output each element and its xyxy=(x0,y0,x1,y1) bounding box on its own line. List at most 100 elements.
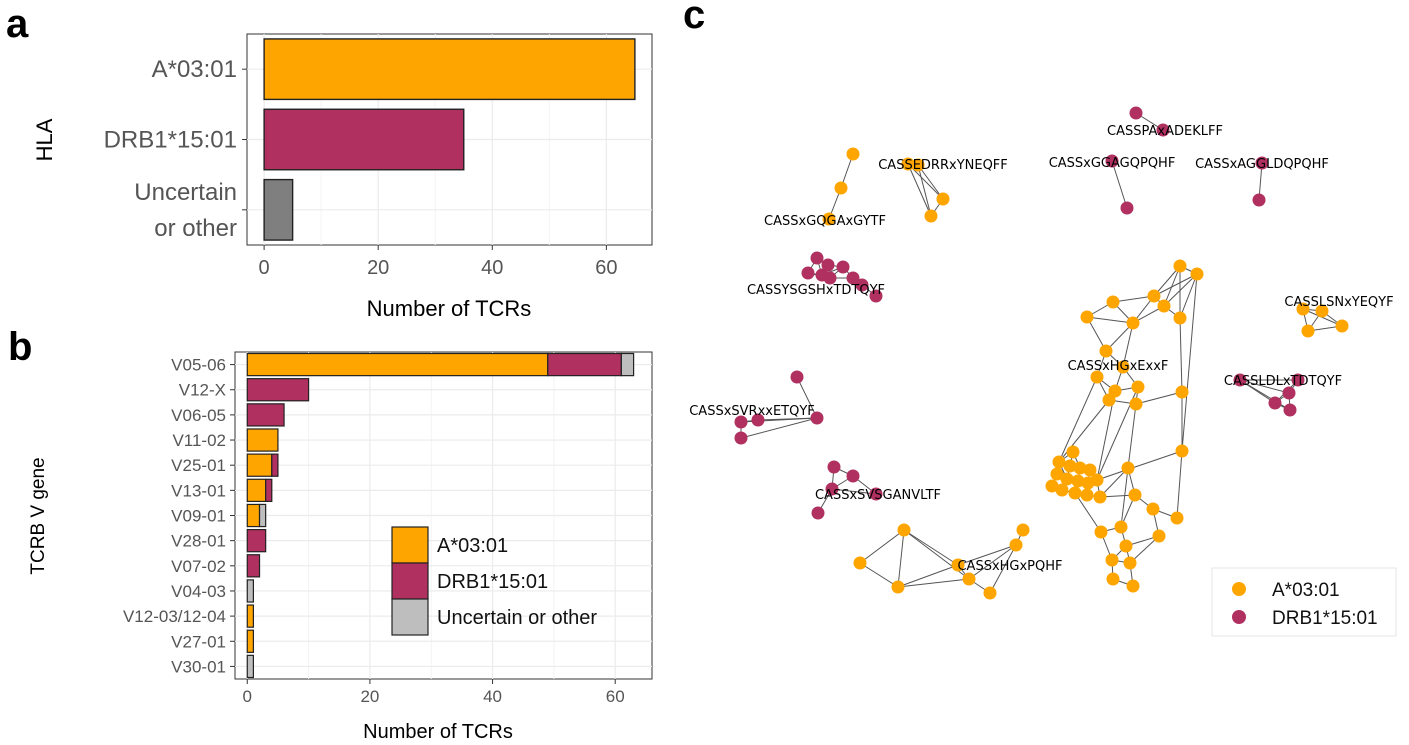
cluster-label-cassxgqgaxgytf: CASSxGQGAxGYTF xyxy=(764,214,886,229)
node-a-03-01 xyxy=(1121,461,1135,475)
category-label-v12-x: V12-X xyxy=(179,381,226,400)
edge-cassxhgxexxf xyxy=(1129,535,1160,564)
node-a-03-01 xyxy=(1009,538,1023,552)
node-a-03-01 xyxy=(1060,472,1074,486)
edge-cassxsvrxxetqyf xyxy=(796,376,818,419)
edge-cassxhgxexxf xyxy=(1120,467,1129,528)
bar-v25-01-drb1-15-01 xyxy=(271,453,279,477)
category-label-v12-03-12-04: V12-03/12-04 xyxy=(123,607,226,626)
node-drb1-15-01 xyxy=(825,482,839,496)
category-label-v04-03: V04-03 xyxy=(171,582,226,601)
node-a-03-01 xyxy=(1152,529,1166,543)
node-a-03-01 xyxy=(1114,520,1128,534)
bar-v09-01-a-03-01 xyxy=(246,503,261,528)
node-a-03-01 xyxy=(834,181,848,195)
node-drb1-15-01 xyxy=(801,266,815,280)
panel-b-category-labels: V05-06V12-XV06-05V11-02V25-01V13-01V09-0… xyxy=(123,356,235,676)
category-label-v11-02: V11-02 xyxy=(172,431,226,450)
legend-swatch-uncertain-or-other xyxy=(391,598,429,636)
node-drb1-15-01 xyxy=(836,260,850,274)
x-tick-label: 20 xyxy=(360,687,379,706)
panel-b-y-axis-title: TCRB V gene xyxy=(28,457,49,574)
node-drb1-15-01 xyxy=(869,289,883,303)
node-a-03-01 xyxy=(983,586,997,600)
category-label-v27-01: V27-01 xyxy=(171,632,226,651)
edge-cassxsvrxxetqyf xyxy=(757,417,818,421)
edge-cassxhgxexxf xyxy=(1179,317,1183,393)
panel-b-x-axis-title: Number of TCRs xyxy=(363,721,513,743)
node-a-03-01 xyxy=(1296,302,1310,316)
bar-v07-02-drb1-15-01 xyxy=(246,554,261,578)
node-drb1-15-01 xyxy=(1255,156,1269,170)
legend-dot-drb1-15-01 xyxy=(1232,610,1246,624)
category-label-v13-01: V13-01 xyxy=(171,481,226,500)
node-a-03-01 xyxy=(1146,502,1160,516)
panel-b-chart: V05-06V12-XV06-05V11-02V25-01V13-01V09-0… xyxy=(28,351,653,743)
category-label-v05-06: V05-06 xyxy=(171,356,226,375)
legend-label-a-03-01: A*03:01 xyxy=(1272,580,1340,601)
edge-cassldlxtdtqyf xyxy=(1239,379,1291,411)
node-a-03-01 xyxy=(822,212,836,226)
node-a-03-01 xyxy=(1123,556,1137,570)
edge-cassxsvsganvltf xyxy=(831,488,877,495)
node-a-03-01 xyxy=(1173,311,1187,325)
legend-label-uncertain-or-other: Uncertain or other xyxy=(437,607,597,629)
node-drb1-15-01 xyxy=(1268,396,1282,410)
node-drb1-15-01 xyxy=(869,487,883,501)
legend-label-a-03-01: A*03:01 xyxy=(437,535,508,557)
network-edges xyxy=(740,112,1343,594)
node-drb1-15-01 xyxy=(734,431,748,445)
node-a-03-01 xyxy=(1105,553,1119,567)
node-a-03-01 xyxy=(1175,444,1189,458)
x-tick-label: 60 xyxy=(595,257,617,279)
edge-cassxhgxexxf xyxy=(1135,391,1183,405)
panel-c-network: CASSEDRRxYNEQFFCASSxGQGAxGYTFCASSPAxADEK… xyxy=(689,106,1397,637)
legend-dot-a-03-01 xyxy=(1232,582,1246,596)
edge-casslsnxyeqyf xyxy=(1302,308,1343,327)
cluster-label-cassxhgxpqhf: CASSxHGxPQHF xyxy=(957,559,1062,574)
edge-cassxhgxexxf xyxy=(1163,265,1181,307)
node-a-03-01 xyxy=(1094,525,1108,539)
bar-v04-03-uncertain-or-other xyxy=(246,579,254,603)
node-a-03-01 xyxy=(1045,479,1059,493)
edge-cassxhgxexxf xyxy=(1179,273,1198,319)
node-a-03-01 xyxy=(1131,380,1145,394)
edge-cassxhgxexxf xyxy=(1058,399,1110,463)
bar-v09-01-uncertain-or-other xyxy=(258,503,267,528)
node-drb1-15-01 xyxy=(846,469,860,483)
edge-cassxhgxexxf xyxy=(1163,273,1198,307)
legend-label-drb1-15-01: DRB1*15:01 xyxy=(437,571,548,593)
node-a-03-01 xyxy=(1147,289,1161,303)
panel-b-bars xyxy=(246,352,635,679)
node-a-03-01 xyxy=(1126,316,1140,330)
edge-cassxhgxexxf xyxy=(1096,390,1116,481)
node-a-03-01 xyxy=(1071,474,1085,488)
bar-v13-01-drb1-15-01 xyxy=(265,478,273,503)
category-label-a-03-01: A*03:01 xyxy=(152,56,237,83)
node-a-03-01 xyxy=(846,147,860,161)
bar-v30-01-uncertain-or-other xyxy=(246,654,254,679)
node-a-03-01 xyxy=(1099,344,1113,358)
x-tick-label: 0 xyxy=(259,257,270,279)
node-a-03-01 xyxy=(1106,572,1120,586)
node-a-03-01 xyxy=(1080,488,1094,502)
edge-cassedrrxyneqff xyxy=(917,164,944,200)
bar-uncertain-or-other xyxy=(263,178,294,241)
edge-cassxhgxpqhf xyxy=(859,529,905,564)
bar-v25-01-a-03-01 xyxy=(246,453,273,477)
node-drb1-15-01 xyxy=(751,413,765,427)
node-a-03-01 xyxy=(1119,539,1133,553)
node-a-03-01 xyxy=(1175,385,1189,399)
node-a-03-01 xyxy=(897,523,911,537)
node-a-03-01 xyxy=(1066,445,1080,459)
node-drb1-15-01 xyxy=(1252,193,1266,207)
node-a-03-01 xyxy=(951,558,965,572)
category-label-v25-01: V25-01 xyxy=(171,456,226,475)
node-drb1-15-01 xyxy=(810,251,824,265)
node-a-03-01 xyxy=(1052,455,1066,469)
edge-cassxhgxexxf xyxy=(1074,492,1102,533)
node-a-03-01 xyxy=(1055,483,1069,497)
